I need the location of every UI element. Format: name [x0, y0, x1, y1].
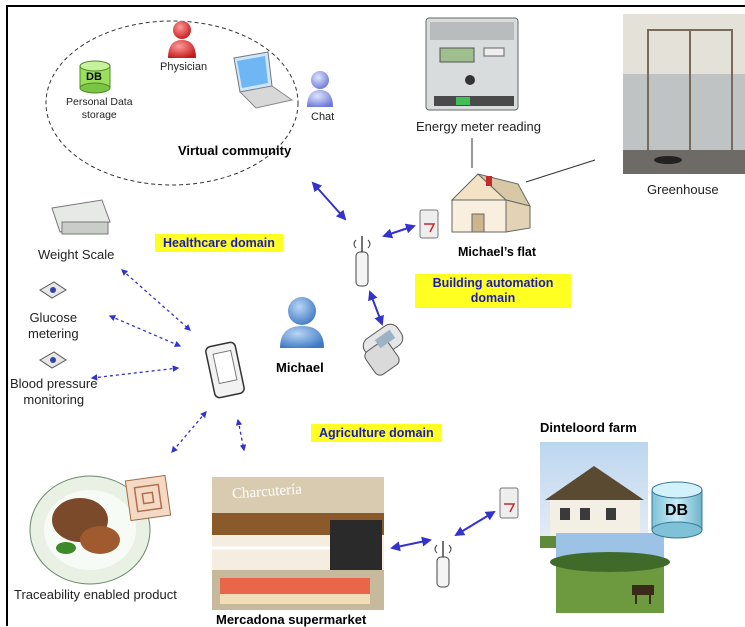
arrow-community-antenna: [311, 181, 347, 221]
farm-label: Dinteloord farm: [540, 420, 637, 435]
physician-label: Physician: [160, 61, 208, 73]
supermarket-antenna-icon: [434, 541, 452, 588]
agriculture-domain-badge: Agriculture domain: [311, 424, 442, 442]
building-domain-line1: Building automation: [432, 276, 554, 290]
personal-storage-line2: storage: [81, 109, 117, 121]
physician-icon: [168, 21, 196, 58]
energy-meter-icon: [425, 17, 519, 111]
supermarket-label: Mercadona supermarket: [216, 612, 367, 627]
personal-storage-label: Personal Data storage: [66, 96, 133, 122]
blood-line1: Blood pressure: [10, 376, 98, 391]
blood-pressure-label: Blood pressure monitoring: [10, 376, 97, 408]
glucose-line1: Glucose: [29, 310, 78, 325]
arrow-antenna-phone: [368, 290, 384, 326]
blood-line2: monitoring: [23, 392, 85, 407]
gateway-box-icon: [419, 209, 439, 239]
glucose-sensor-icon: [39, 281, 67, 299]
personal-db-icon: [79, 60, 111, 94]
blood-pressure-sensor-icon: [39, 351, 67, 369]
arrow-antenna-gateway: [382, 223, 416, 239]
chat-person-icon: [307, 71, 333, 107]
glucose-label: Glucose metering: [28, 310, 79, 342]
arrow-pda-product: [171, 411, 207, 453]
greenhouse-photo: [623, 14, 745, 174]
arrow-glucose-pda: [108, 315, 182, 347]
farm-db-icon: [651, 481, 703, 539]
energy-meter-label: Energy meter reading: [416, 119, 542, 134]
chat-label: Chat: [311, 111, 335, 123]
farm-field-photo: [550, 533, 670, 613]
pda-icon: [205, 341, 245, 399]
building-domain-line2: domain: [470, 291, 516, 305]
michael-icon: [280, 297, 324, 348]
house-icon: [450, 173, 531, 233]
db-label: DB: [86, 71, 102, 83]
personal-storage-line1: Personal Data: [66, 96, 133, 108]
glucose-line2: metering: [28, 326, 79, 341]
rfid-tag-icon: [124, 474, 172, 522]
weight-scale-label: Weight Scale: [38, 247, 115, 262]
arrow-pda-supermarket: [235, 418, 247, 452]
healthcare-domain-badge: Healthcare domain: [155, 234, 283, 252]
building-domain-badge: Building automation domain: [415, 274, 571, 308]
greenhouse-label: Greenhouse: [647, 182, 719, 197]
food-plate-photo: [29, 475, 151, 585]
supermarket-photo: [212, 477, 384, 610]
flat-label: Michael’s flat: [458, 245, 537, 259]
virtual-community-label: Virtual community: [178, 143, 292, 158]
arrow-blood-pda: [90, 365, 180, 381]
farm-db-label: DB: [665, 502, 689, 519]
virtual-community-ellipse: [45, 20, 299, 186]
arrow-scale-pda: [121, 269, 191, 331]
arrow-antenna-farm: [454, 510, 496, 537]
mobile-phone-icon: [362, 323, 404, 376]
weight-scale-icon: [51, 199, 111, 235]
farm-house-photo: [540, 442, 648, 548]
farm-gateway-box-icon: [499, 487, 519, 519]
arrow-supermarket-antenna: [390, 536, 432, 552]
traceability-label: Traceability enabled product: [14, 587, 177, 602]
michael-label: Michael: [276, 360, 324, 375]
antenna-icon: [353, 236, 371, 287]
laptop-icon: [233, 51, 294, 109]
